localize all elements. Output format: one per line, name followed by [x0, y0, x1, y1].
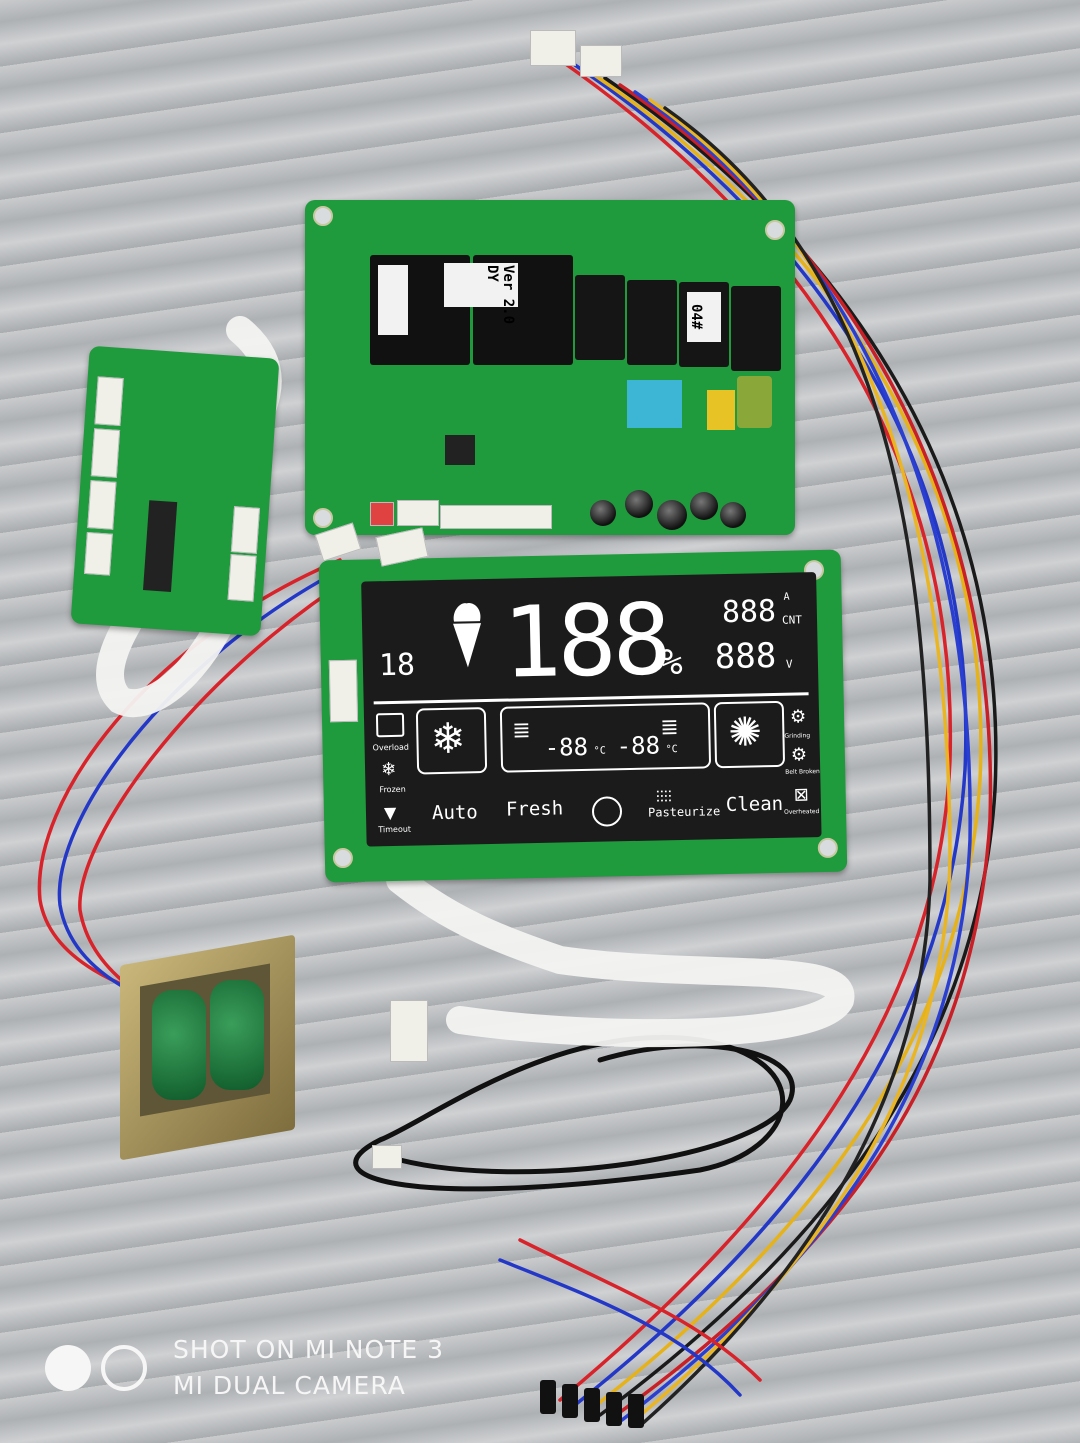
voltage-unit: V [785, 657, 793, 671]
wire-black-2 [640, 106, 932, 1426]
temp-right-unit: °C [665, 744, 678, 756]
relay [627, 280, 677, 365]
relay [731, 286, 781, 371]
power-transformer [110, 920, 320, 1161]
auto-label: Auto [431, 801, 478, 825]
pin-header [440, 505, 552, 529]
power-relay-right: Ver 2.0 DY [444, 255, 573, 365]
mount-hole [313, 206, 333, 226]
current-unit-a: A [783, 591, 790, 603]
sensor-cable-2 [397, 1043, 795, 1175]
cylinder-icon: ≣ [660, 715, 679, 741]
pin-header [227, 554, 257, 602]
main-percent-display: 188 [501, 583, 669, 701]
cone-icon: ▼ [383, 802, 397, 823]
frozen-label: Frozen [379, 784, 406, 795]
transformer-coil [210, 980, 264, 1090]
current-display: 888 [721, 593, 777, 631]
wire-connector-top [530, 30, 576, 66]
watermark-line-2: MI DUAL CAMERA [173, 1371, 406, 1400]
gear-icon: ⚙ [789, 706, 807, 728]
pin-header [94, 376, 124, 427]
pasteurize-label: Pasteurize [647, 804, 721, 820]
ic-chip [143, 500, 178, 592]
electrolytic-capacitor [625, 490, 653, 518]
sensor-cable-1 [353, 1034, 785, 1192]
side-interface-board [70, 345, 280, 637]
overload-label: Overload [372, 742, 410, 753]
hopper-icon: ≣ [512, 718, 531, 744]
belt-broken-label: Belt Broken [785, 768, 820, 776]
fresh-label: Fresh [505, 797, 564, 821]
watermark-line-1: SHOT ON MI NOTE 3 [173, 1335, 445, 1364]
main-control-board: Ver 2.0 DY 04# [305, 200, 795, 535]
temp-right-display: -88 [616, 731, 661, 761]
microcontroller-chip [445, 435, 475, 465]
left-small-digits: 18 [378, 647, 416, 684]
lcd-screen: 188 % 888 A CNT 888 V 18 Overload Frozen… [361, 572, 822, 847]
clean-label: Clean [725, 792, 784, 817]
count-unit: CNT [781, 613, 803, 627]
transformer-coil [152, 990, 206, 1100]
wire-blue-3 [498, 1258, 742, 1397]
pin-header [90, 428, 121, 478]
timeout-label: Timeout [378, 824, 412, 835]
voltage-display: 888 [714, 635, 777, 678]
ribbon-cable-display [386, 866, 855, 1048]
standby-icon [591, 796, 623, 827]
temp-left-unit: °C [593, 745, 606, 757]
terminal-1 [540, 1380, 556, 1414]
belt-icon: ⚙ [790, 744, 808, 766]
ice-cream-icon [453, 603, 482, 668]
board-number-label: 04# [687, 292, 721, 342]
grinding-label: Grinding [784, 732, 811, 740]
wire-connector-top-2 [580, 45, 622, 77]
pin-header [87, 480, 117, 530]
mount-hole [817, 837, 839, 859]
electrolytic-capacitor [690, 492, 718, 520]
pin-header [397, 500, 439, 526]
terminal-4 [606, 1392, 622, 1426]
green-capacitor [737, 376, 772, 428]
mount-hole [765, 220, 785, 240]
overheated-label: Overheated [783, 808, 820, 816]
watermark-dot-filled [45, 1345, 91, 1391]
yellow-capacitor [707, 390, 735, 430]
mount-hole [332, 847, 354, 869]
sensor-connector [372, 1145, 402, 1169]
electrolytic-capacitor [720, 502, 746, 528]
electrolytic-capacitor [657, 500, 687, 530]
side-connector [328, 659, 359, 723]
version-label: Ver 2.0 DY [444, 263, 518, 324]
watermark-dot-outline [101, 1345, 147, 1391]
mount-hole [313, 508, 333, 528]
pin-header [83, 531, 113, 576]
pin-header-red [370, 502, 394, 526]
terminal-5 [628, 1394, 644, 1428]
blue-transformer-module [627, 380, 682, 428]
relay: 04# [679, 282, 729, 367]
temp-left-display: -88 [544, 732, 589, 762]
ribbon-connector [390, 1000, 428, 1062]
terminal-2 [562, 1384, 578, 1418]
wire-red-3 [518, 1238, 762, 1382]
overload-icon [375, 712, 405, 738]
temperature-box [499, 702, 712, 773]
frozen-icon: ❄ [380, 758, 397, 781]
snowflake-icon: ❄ [429, 713, 467, 764]
display-board: 188 % 888 A CNT 888 V 18 Overload Frozen… [318, 549, 848, 883]
relay [575, 275, 625, 360]
percent-sign: % [660, 641, 684, 684]
terminal-3 [584, 1388, 600, 1422]
pin-header [230, 506, 261, 554]
electrolytic-capacitor [590, 500, 616, 526]
overheat-icon: ⊠ [793, 784, 810, 806]
fan-icon: ✺ [727, 709, 763, 756]
relay-label [378, 265, 408, 335]
